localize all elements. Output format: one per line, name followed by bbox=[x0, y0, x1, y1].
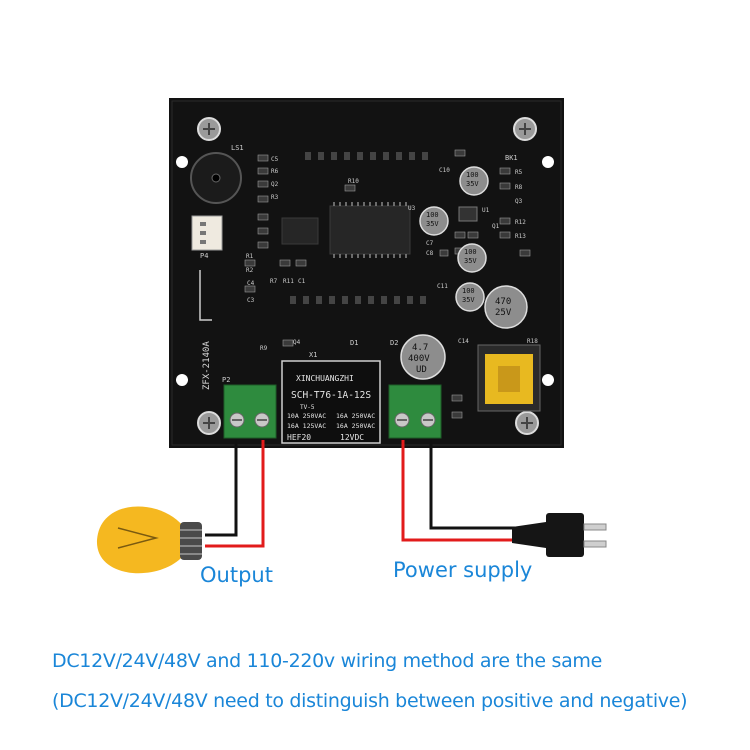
svg-text:UD: UD bbox=[416, 365, 427, 375]
power-wire-black bbox=[429, 440, 515, 530]
wiring-caption-line-2: (DC12V/24V/48V need to distinguish betwe… bbox=[52, 690, 688, 712]
capacitor-c7: 100 35V bbox=[457, 243, 487, 273]
output-label: Output bbox=[200, 563, 273, 587]
output-wire-red bbox=[205, 440, 265, 548]
silk-u1: U1 bbox=[482, 207, 490, 214]
main-ic-chip bbox=[329, 202, 411, 258]
silk-c8: C8 bbox=[426, 250, 434, 257]
relay-rating-right-2: 16A 250VAC bbox=[336, 422, 375, 430]
wires bbox=[205, 440, 515, 548]
relay-right-code: 12VDC bbox=[340, 433, 364, 442]
svg-text:470: 470 bbox=[495, 297, 511, 307]
light-bulb-icon bbox=[96, 506, 202, 574]
connector-p4 bbox=[191, 215, 223, 251]
silk-c1: C1 bbox=[298, 278, 306, 285]
output-wire-black bbox=[205, 440, 238, 537]
relay-rating-left-1: 10A 250VAC bbox=[287, 412, 326, 420]
silk-c3: C3 bbox=[247, 297, 255, 304]
mount-hole-icon bbox=[176, 374, 188, 386]
silk-c14: C14 bbox=[458, 338, 469, 345]
svg-text:25V: 25V bbox=[495, 308, 512, 318]
silk-c11: C11 bbox=[437, 283, 448, 290]
silk-r1: R1 bbox=[246, 253, 254, 260]
svg-text:4.7: 4.7 bbox=[412, 343, 428, 353]
silk-c7: C7 bbox=[426, 240, 434, 247]
silk-r13: R13 bbox=[515, 233, 526, 240]
mount-hole-icon bbox=[176, 156, 188, 168]
silk-q1: Q1 bbox=[492, 223, 500, 230]
svg-text:100: 100 bbox=[466, 171, 479, 179]
relay: XINCHUANGZHI SCH-T76-1A-12S TV-5 10A 250… bbox=[281, 360, 381, 444]
silk-model: ZFX-2140A bbox=[202, 341, 212, 390]
silk-r9: R9 bbox=[260, 345, 268, 352]
silk-p4: P4 bbox=[200, 252, 208, 260]
driver-ic-chip bbox=[281, 217, 319, 245]
svg-text:400V: 400V bbox=[408, 354, 430, 364]
silk-outline bbox=[199, 270, 212, 321]
buzzer-icon bbox=[190, 152, 242, 204]
svg-text:35V: 35V bbox=[462, 296, 475, 304]
silk-r2: R2 bbox=[246, 267, 254, 274]
power-plug-icon bbox=[512, 513, 607, 557]
svg-text:35V: 35V bbox=[426, 220, 439, 228]
silk-d2: D2 bbox=[390, 339, 398, 347]
power-supply-label: Power supply bbox=[393, 558, 533, 582]
transformer bbox=[477, 344, 541, 412]
silk-q4: Q4 bbox=[293, 339, 301, 346]
svg-text:100: 100 bbox=[464, 248, 477, 256]
svg-text:35V: 35V bbox=[464, 257, 477, 265]
relay-brand: XINCHUANGZHI bbox=[296, 374, 354, 383]
silk-r10: R10 bbox=[348, 178, 359, 185]
silk-c5: C5 bbox=[271, 156, 279, 163]
silk-q3: Q3 bbox=[515, 198, 523, 205]
silk-r5: R5 bbox=[515, 169, 523, 176]
silk-c10: C10 bbox=[439, 167, 450, 174]
silk-r8: R8 bbox=[515, 184, 523, 191]
silk-u3: U3 bbox=[408, 205, 416, 212]
mount-hole-icon bbox=[542, 374, 554, 386]
relay-model: SCH-T76-1A-12S bbox=[291, 390, 371, 401]
silk-r12: R12 bbox=[515, 219, 526, 226]
silk-d1: D1 bbox=[350, 339, 358, 347]
svg-text:35V: 35V bbox=[466, 180, 479, 188]
regulator-icon bbox=[458, 206, 478, 222]
capacitor-c10: 100 35V bbox=[459, 166, 489, 196]
relay-tv: TV-5 bbox=[300, 404, 315, 411]
wiring-caption-line-1: DC12V/24V/48V and 110-220v wiring method… bbox=[52, 650, 603, 672]
power-wire-red bbox=[401, 440, 515, 542]
relay-rating-left-2: 16A 125VAC bbox=[287, 422, 326, 430]
silk-ls1: LS1 bbox=[231, 144, 244, 152]
screw-icon bbox=[197, 117, 221, 141]
header-pins-bottom bbox=[290, 296, 426, 304]
silk-r3: R3 bbox=[271, 194, 279, 201]
silk-r11: R11 bbox=[283, 278, 294, 285]
capacitor-hv: 4.7 400V UD bbox=[400, 334, 446, 380]
screw-icon bbox=[513, 117, 537, 141]
capacitor-c11: 100 35V bbox=[455, 282, 485, 312]
terminal-block-output bbox=[223, 384, 277, 439]
relay-left-code: HEF20 bbox=[287, 433, 311, 442]
mount-hole-icon bbox=[542, 156, 554, 168]
svg-text:100: 100 bbox=[462, 287, 475, 295]
silk-r7: R7 bbox=[270, 278, 278, 285]
screw-icon bbox=[515, 411, 539, 435]
terminal-block-power bbox=[388, 384, 442, 439]
silk-bk1: BK1 bbox=[505, 154, 518, 162]
screw-icon bbox=[197, 411, 221, 435]
silk-r6: R6 bbox=[271, 168, 279, 175]
silk-q2: Q2 bbox=[271, 181, 279, 188]
silk-p2: P2 bbox=[222, 376, 230, 384]
silk-x1: X1 bbox=[309, 351, 317, 359]
silk-c4: C4 bbox=[247, 280, 255, 287]
pcb-board: LS1 bbox=[169, 98, 564, 448]
relay-rating-right-1: 16A 250VAC bbox=[336, 412, 375, 420]
silk-r18: R18 bbox=[527, 338, 538, 345]
capacitor-470uf: 470 25V bbox=[484, 285, 528, 329]
capacitor-c8: 100 35V bbox=[419, 206, 449, 236]
svg-text:100: 100 bbox=[426, 211, 439, 219]
header-pins-top bbox=[305, 152, 428, 160]
